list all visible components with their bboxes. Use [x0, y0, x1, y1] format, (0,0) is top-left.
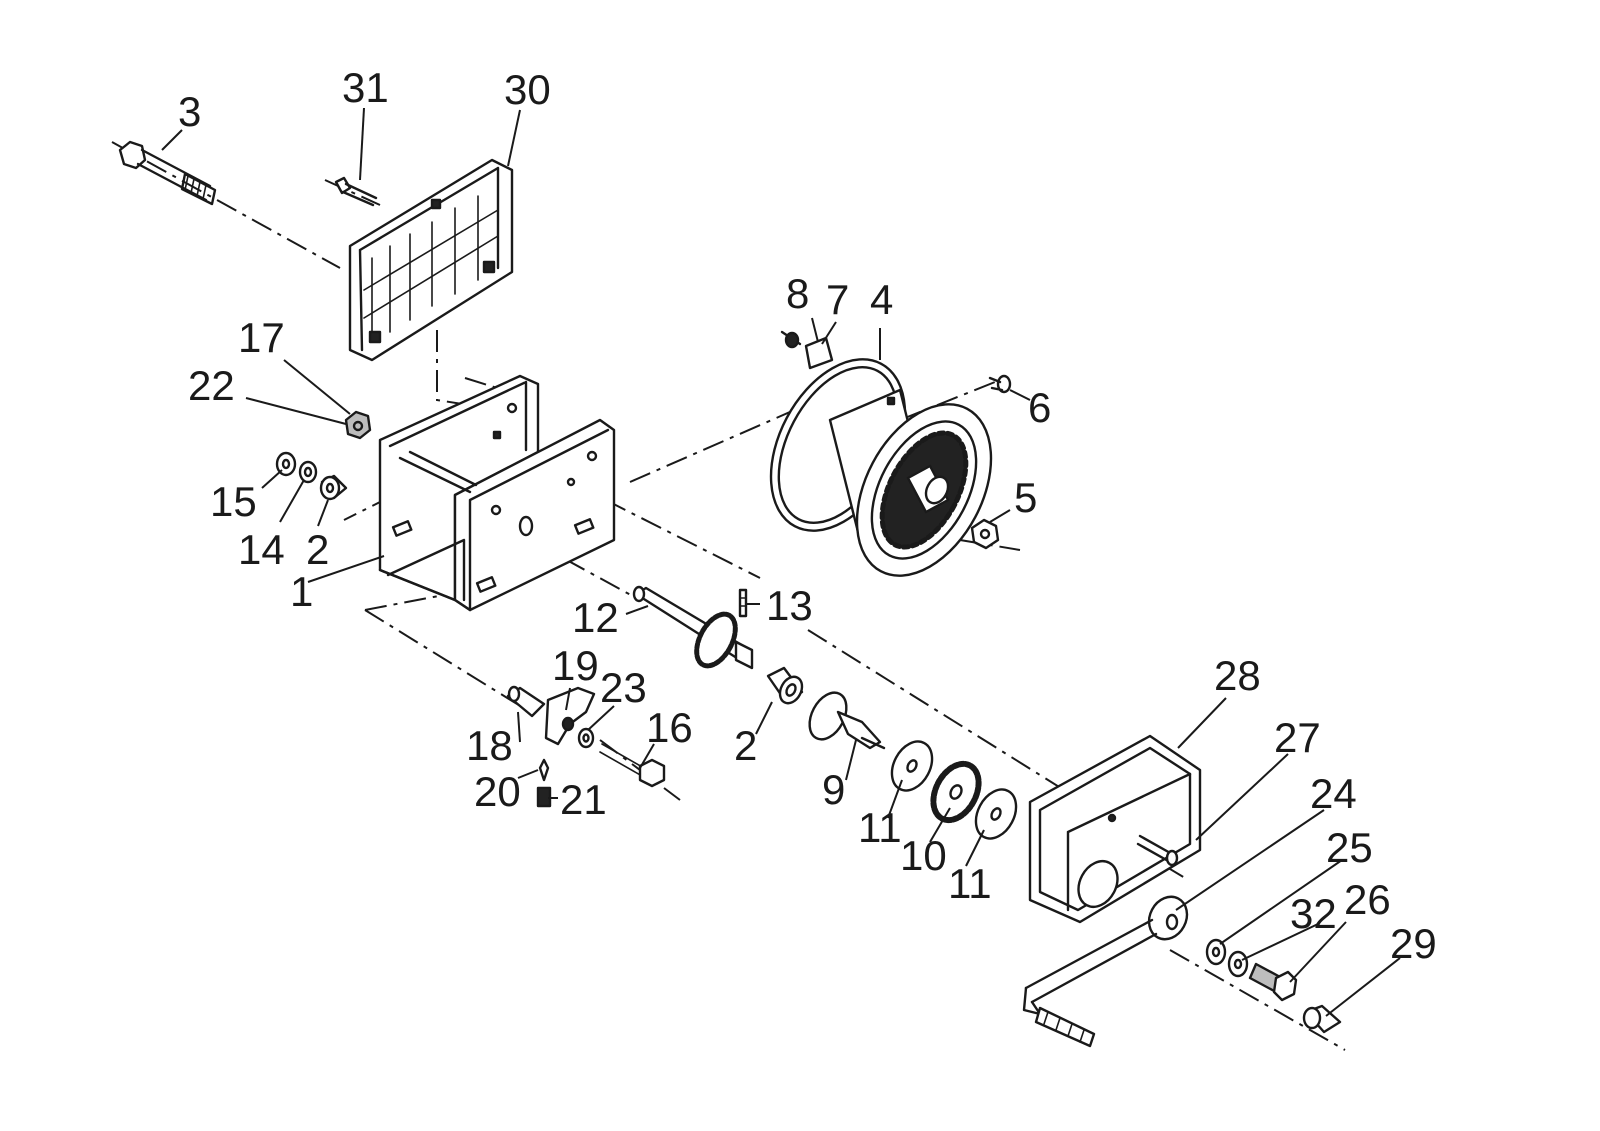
part-8-small-screw: [780, 330, 802, 349]
label-part-13: 13: [766, 582, 813, 629]
label-part-21: 21: [560, 776, 607, 823]
label-part-11-right: 11: [948, 860, 992, 907]
label-part-16: 16: [646, 704, 693, 751]
label-part-12: 12: [572, 594, 619, 641]
part-5-nut: [970, 518, 1000, 550]
part-2-bushing-left: [319, 474, 348, 501]
part-27-screw: [1136, 834, 1179, 867]
label-part-4: 4: [870, 276, 893, 323]
label-part-15: 15: [210, 478, 257, 525]
part-30-mounting-plate: [348, 158, 514, 362]
label-part-26: 26: [1344, 876, 1391, 923]
part-7-clip: [804, 336, 834, 370]
part-18-spacer: [506, 685, 546, 718]
part-28-housing-cover: [1028, 734, 1202, 924]
part-1-frame: [378, 374, 616, 612]
part-labels: 3 31 30 17 22 15 14 2 1 8 7 4 6 5 12 13 …: [178, 64, 1437, 967]
part-22-nut: [344, 410, 372, 440]
label-part-6: 6: [1028, 384, 1051, 431]
part-29-cap: [1302, 1004, 1342, 1034]
label-part-9: 9: [822, 766, 845, 813]
label-part-2-middle: 2: [734, 722, 757, 769]
label-part-25: 25: [1326, 824, 1373, 871]
label-part-23: 23: [600, 664, 647, 711]
part-32-lock-washer: [1227, 950, 1249, 978]
part-26-bolt: [1248, 962, 1298, 1002]
label-part-8: 8: [786, 270, 809, 317]
label-part-1: 1: [290, 568, 313, 615]
label-part-3: 3: [178, 88, 201, 135]
part-10-gear: [930, 760, 982, 824]
part-6-screw: [988, 374, 1012, 394]
label-part-27: 27: [1274, 714, 1321, 761]
part-19-pawl: [544, 686, 596, 746]
label-part-32: 32: [1290, 890, 1337, 937]
part-25-washer: [1205, 938, 1227, 966]
label-part-31: 31: [342, 64, 389, 111]
label-part-10: 10: [900, 832, 947, 879]
part-16-bolt: [599, 743, 666, 788]
part-4-drum: [769, 358, 993, 577]
part-20-clip: [538, 758, 550, 782]
label-part-19: 19: [552, 642, 599, 689]
part-2-bushing-middle: [766, 666, 804, 705]
part-11-washer-left: [890, 740, 934, 792]
part-3-hex-bolt: [118, 140, 217, 206]
label-part-22: 22: [188, 362, 235, 409]
label-part-28: 28: [1214, 652, 1261, 699]
label-part-14: 14: [238, 526, 285, 573]
leader-lines: [161, 107, 1401, 1017]
part-14-lock-washer: [298, 460, 318, 484]
part-13-pin: [738, 588, 748, 618]
label-part-7: 7: [826, 276, 849, 323]
label-part-24: 24: [1310, 770, 1357, 817]
label-part-20: 20: [474, 768, 521, 815]
label-part-5: 5: [1014, 474, 1037, 521]
label-part-30: 30: [504, 66, 551, 113]
part-31-screw: [334, 176, 378, 207]
label-part-18: 18: [466, 722, 513, 769]
part-23-washer: [577, 727, 595, 749]
label-part-29: 29: [1390, 920, 1437, 967]
label-part-17: 17: [238, 314, 285, 361]
part-12-gear-shaft: [632, 585, 754, 670]
part-9-pinion-shaft: [808, 691, 886, 750]
part-24-crank-handle: [1022, 895, 1189, 1048]
label-part-11-left: 11: [858, 804, 902, 851]
label-part-2-left: 2: [306, 526, 329, 573]
part-11-washer-right: [974, 788, 1018, 840]
